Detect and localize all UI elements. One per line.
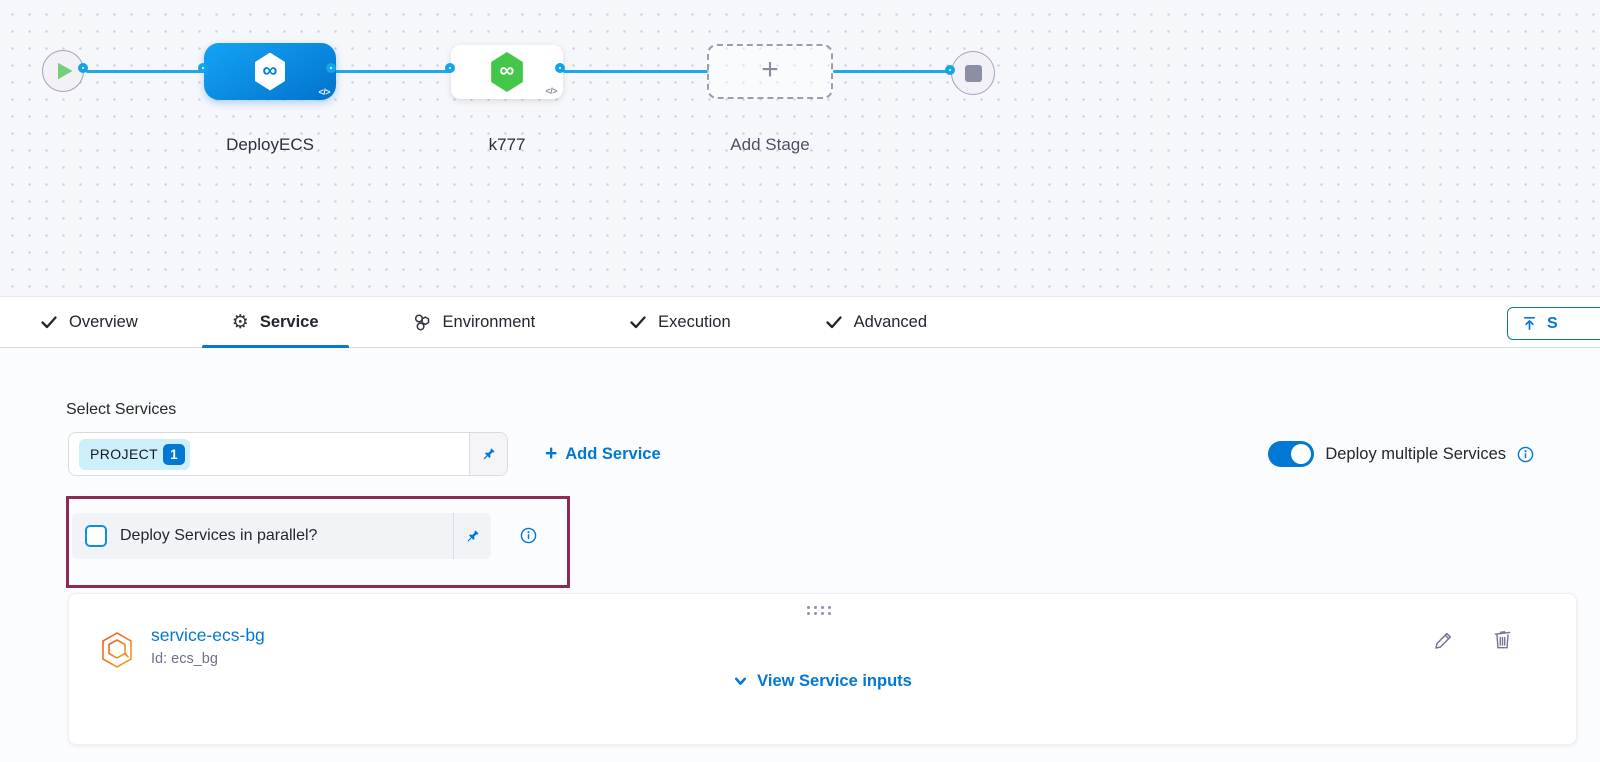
link-port[interactable] xyxy=(326,63,336,73)
upload-icon xyxy=(1521,315,1538,332)
service-id-text: Id: ecs_bg xyxy=(151,651,218,667)
deploy-multiple-toggle[interactable] xyxy=(1268,441,1314,467)
pipeline-edge xyxy=(833,70,954,73)
tab-execution[interactable]: Execution xyxy=(599,297,760,347)
stage-label-k777: k777 xyxy=(451,135,563,155)
tab-environment[interactable]: Environment xyxy=(383,297,566,347)
view-service-inputs-label: View Service inputs xyxy=(757,672,912,691)
harness-stage-icon: ∞ xyxy=(489,52,525,92)
select-services-label: Select Services xyxy=(66,401,176,419)
deploy-multiple-label: Deploy multiple Services xyxy=(1325,445,1506,464)
trash-icon xyxy=(1493,628,1512,650)
tab-label: Execution xyxy=(658,313,730,332)
services-multiselect-input[interactable]: PROJECT 1 xyxy=(68,432,508,476)
service-hexagon-icon xyxy=(98,630,136,670)
environment-cluster-icon xyxy=(413,313,432,332)
plus-icon: + xyxy=(761,55,779,85)
edit-service-button[interactable] xyxy=(1433,630,1454,654)
tab-label: Overview xyxy=(69,313,138,332)
pipeline-start-node xyxy=(42,50,84,92)
deploy-parallel-field: Deploy Services in parallel? xyxy=(72,513,491,559)
check-icon xyxy=(629,313,647,331)
harness-stage-icon: ∞ xyxy=(253,53,287,91)
annotation-highlight-rect: Deploy Services in parallel? xyxy=(66,496,570,588)
info-icon[interactable] xyxy=(520,527,537,544)
save-button-label: S xyxy=(1547,315,1558,333)
stage-node-k777[interactable]: ∞ </> xyxy=(451,45,563,99)
tab-label: Environment xyxy=(443,313,536,332)
stage-label-deployecs: DeployECS xyxy=(204,135,336,155)
project-chip[interactable]: PROJECT 1 xyxy=(79,439,190,470)
pin-icon xyxy=(480,446,497,463)
add-service-label: Add Service xyxy=(565,445,660,464)
pipeline-edge xyxy=(334,70,453,73)
save-button[interactable]: S xyxy=(1507,307,1600,340)
pin-icon xyxy=(464,528,481,545)
service-name-link[interactable]: service-ecs-bg xyxy=(151,625,265,646)
link-port[interactable] xyxy=(445,63,455,73)
stop-icon xyxy=(965,65,982,82)
link-port[interactable] xyxy=(198,63,208,73)
project-chip-label: PROJECT xyxy=(90,446,158,462)
deploy-parallel-checkbox[interactable] xyxy=(85,525,107,547)
add-stage-button[interactable]: + xyxy=(707,44,833,99)
pipeline-canvas[interactable]: ∞ </> ∞ </> + DeployECS k777 Add Stage xyxy=(0,0,1600,296)
pipeline-edge xyxy=(86,70,207,73)
check-icon xyxy=(825,313,843,331)
info-icon[interactable] xyxy=(1517,446,1534,463)
chevron-down-icon xyxy=(733,674,748,689)
code-badge: </> xyxy=(545,86,557,96)
drag-handle[interactable] xyxy=(807,606,831,615)
link-port[interactable] xyxy=(78,63,88,73)
pipeline-edge xyxy=(563,70,709,73)
view-service-inputs-link[interactable]: View Service inputs xyxy=(69,672,1576,691)
delete-service-button[interactable] xyxy=(1493,628,1512,653)
play-icon xyxy=(58,63,73,80)
deploy-multiple-row: Deploy multiple Services xyxy=(1268,432,1534,476)
pipeline-end-node xyxy=(951,51,995,95)
pin-runtime-input-button[interactable] xyxy=(453,513,491,559)
stage-tabbar: Overview ⚙ Service Environment Execution… xyxy=(0,296,1600,348)
plus-icon: + xyxy=(545,443,557,464)
tab-overview[interactable]: Overview xyxy=(10,297,168,347)
gear-icon: ⚙ xyxy=(232,313,249,332)
pin-runtime-input-button[interactable] xyxy=(469,433,507,475)
link-port[interactable] xyxy=(555,63,565,73)
code-badge: </> xyxy=(318,87,330,97)
chip-count-badge: 1 xyxy=(163,444,185,465)
tab-advanced[interactable]: Advanced xyxy=(795,297,957,347)
tab-label: Advanced xyxy=(854,313,927,332)
service-tab-panel: Select Services PROJECT 1 + Add Service … xyxy=(0,348,1600,762)
link-port[interactable] xyxy=(945,65,955,75)
service-card: service-ecs-bg Id: ecs_bg View Service i… xyxy=(68,593,1577,745)
tab-service[interactable]: ⚙ Service xyxy=(202,297,349,347)
stage-node-deployecs[interactable]: ∞ </> xyxy=(204,43,336,100)
tab-label: Service xyxy=(260,313,319,332)
pencil-icon xyxy=(1433,630,1454,651)
add-stage-label: Add Stage xyxy=(707,135,833,155)
toggle-knob xyxy=(1291,444,1311,464)
add-service-button[interactable]: + Add Service xyxy=(545,432,661,476)
check-icon xyxy=(40,313,58,331)
deploy-parallel-label: Deploy Services in parallel? xyxy=(120,527,317,545)
